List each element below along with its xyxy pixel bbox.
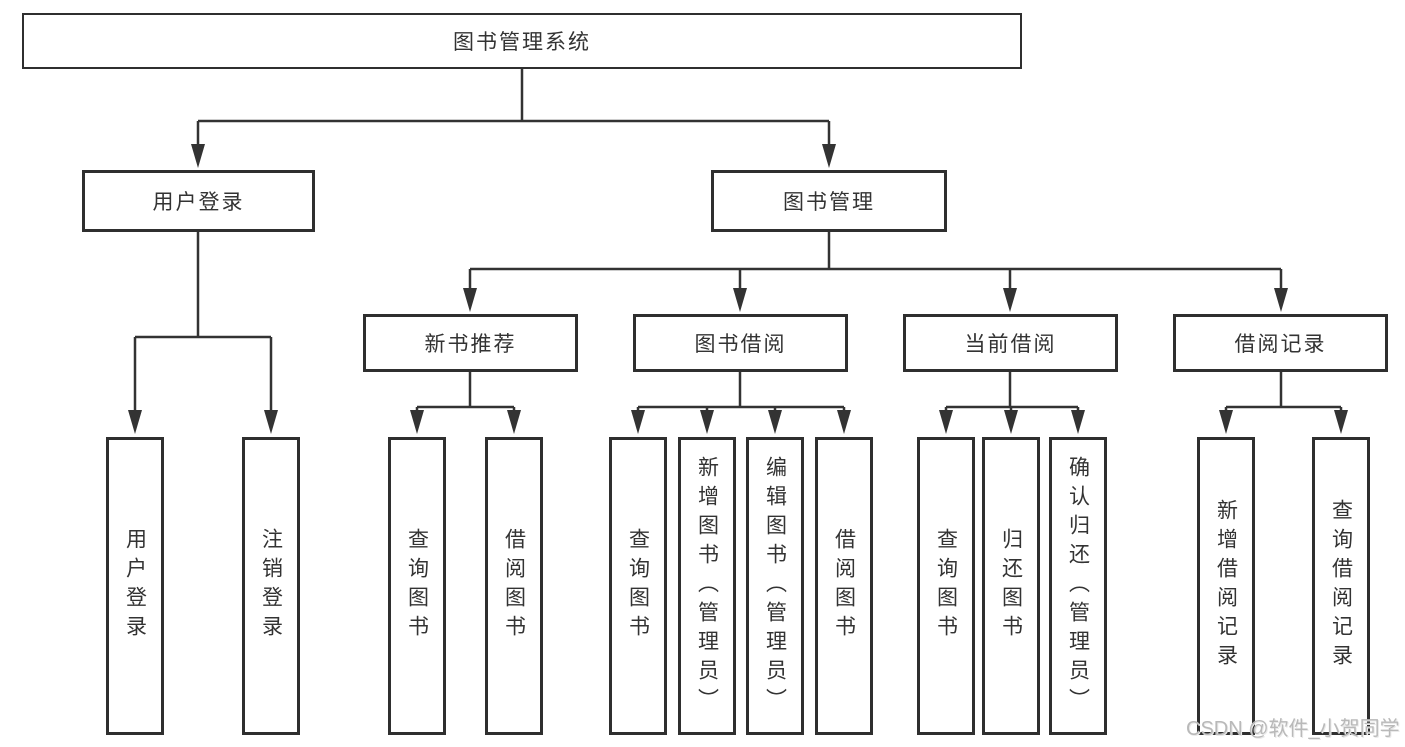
node-new-book-recommend: 新书推荐: [363, 314, 578, 372]
connector-borrow-records-to-leaves: [1224, 372, 1343, 414]
arrowhead: [631, 410, 645, 434]
arrowhead: [264, 410, 278, 434]
node-book-borrow-label: 图书借阅: [694, 333, 787, 356]
arrowhead: [507, 410, 521, 434]
node-current-borrow: 当前借阅: [903, 314, 1118, 372]
node-current-borrow-label: 当前借阅: [964, 333, 1057, 356]
arrowhead: [463, 288, 477, 312]
connector-user-login-to-leaves: [133, 232, 273, 414]
csdn-watermark: CSDN @软件_小贺同学: [1186, 718, 1400, 740]
leaf-edit-book-admin-label: 编辑图书（管理员）: [763, 455, 787, 717]
leaf-query-books-recommend-label: 查询图书: [405, 528, 429, 644]
connector-root-to-level2: [196, 69, 831, 148]
leaf-logout-label: 注销登录: [259, 528, 283, 644]
leaf-user-login-label: 用户登录: [123, 528, 147, 644]
leaf-user-login: 用户登录: [106, 437, 164, 735]
node-book-management: 图书管理: [711, 170, 947, 232]
leaf-query-books-current: 查询图书: [917, 437, 975, 735]
arrowhead: [410, 410, 424, 434]
connector-book-management-to-level3: [468, 232, 1283, 292]
arrowhead: [837, 410, 851, 434]
arrowhead: [191, 144, 205, 168]
arrowhead: [1334, 410, 1348, 434]
arrowhead: [1004, 410, 1018, 434]
node-user-login: 用户登录: [82, 170, 315, 232]
connector-new-book-to-leaves: [415, 372, 516, 414]
node-book-management-label: 图书管理: [783, 191, 875, 214]
connector-book-borrow-to-leaves: [636, 372, 846, 414]
leaf-borrow-books: 借阅图书: [815, 437, 873, 735]
arrowhead: [939, 410, 953, 434]
node-borrow-records: 借阅记录: [1173, 314, 1388, 372]
node-borrow-records-label: 借阅记录: [1234, 333, 1327, 356]
leaf-return-book-label: 归还图书: [999, 528, 1023, 644]
leaf-query-books-borrow-label: 查询图书: [626, 528, 650, 644]
leaf-add-book-admin: 新增图书（管理员）: [678, 437, 736, 735]
leaf-return-book: 归还图书: [982, 437, 1040, 735]
leaf-query-books-borrow: 查询图书: [609, 437, 667, 735]
arrowhead: [1219, 410, 1233, 434]
leaf-query-borrow-record: 查询借阅记录: [1312, 437, 1370, 735]
leaf-add-borrow-record-label: 新增借阅记录: [1214, 499, 1238, 673]
arrowhead: [1274, 288, 1288, 312]
leaf-add-borrow-record: 新增借阅记录: [1197, 437, 1255, 735]
leaf-query-books-current-label: 查询图书: [934, 528, 958, 644]
node-library-system-label: 图书管理系统: [453, 31, 591, 54]
arrowhead: [128, 410, 142, 434]
leaf-add-book-admin-label: 新增图书（管理员）: [695, 455, 719, 717]
node-user-login-label: 用户登录: [152, 191, 245, 214]
leaf-borrow-books-label: 借阅图书: [832, 528, 856, 644]
leaf-confirm-return-admin: 确认归还（管理员）: [1049, 437, 1107, 735]
leaf-query-books-recommend: 查询图书: [388, 437, 446, 735]
leaf-logout: 注销登录: [242, 437, 300, 735]
leaf-edit-book-admin: 编辑图书（管理员）: [746, 437, 804, 735]
leaf-borrow-books-recommend-label: 借阅图书: [502, 528, 526, 644]
node-book-borrow: 图书借阅: [633, 314, 848, 372]
node-new-book-recommend-label: 新书推荐: [424, 333, 517, 356]
leaf-borrow-books-recommend: 借阅图书: [485, 437, 543, 735]
connector-current-borrow-to-leaves: [944, 372, 1080, 414]
arrowhead: [1071, 410, 1085, 434]
leaf-confirm-return-admin-label: 确认归还（管理员）: [1066, 455, 1090, 717]
arrowhead: [700, 410, 714, 434]
node-library-system: 图书管理系统: [22, 13, 1022, 69]
arrowhead: [1003, 288, 1017, 312]
leaf-query-borrow-record-label: 查询借阅记录: [1329, 499, 1353, 673]
arrowhead: [733, 288, 747, 312]
arrowhead: [822, 144, 836, 168]
arrowhead: [768, 410, 782, 434]
